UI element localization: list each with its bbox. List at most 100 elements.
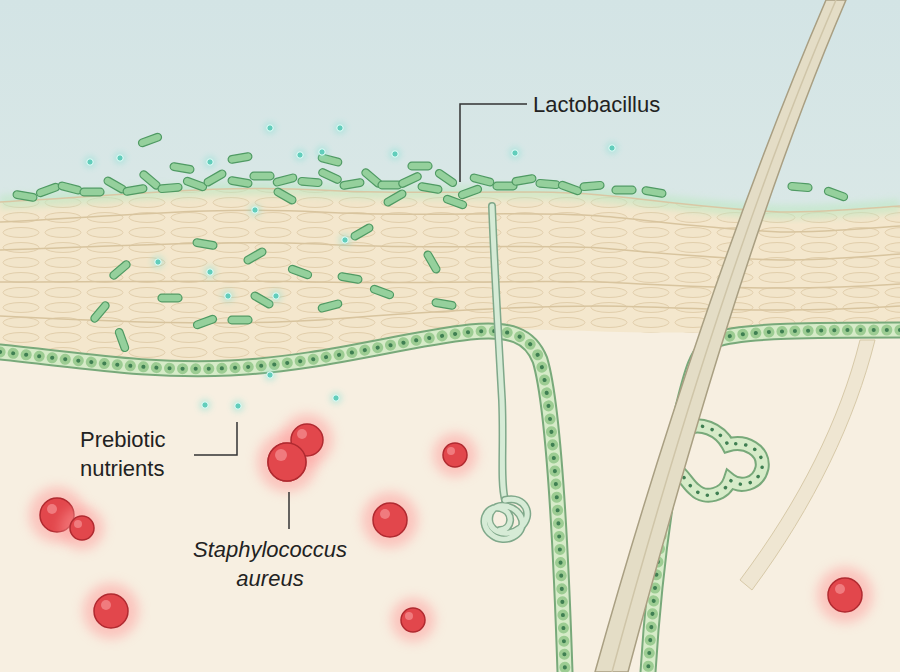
rod bbox=[228, 176, 253, 188]
staph-cell bbox=[433, 433, 477, 477]
staph-cell bbox=[60, 506, 104, 550]
nutrient-label: Prebiotic nutrients bbox=[80, 425, 192, 483]
rod bbox=[57, 181, 82, 195]
dermis bbox=[0, 330, 900, 672]
rod bbox=[182, 176, 207, 191]
rod bbox=[442, 194, 467, 209]
rod bbox=[287, 264, 312, 279]
rod bbox=[338, 272, 363, 284]
sweat-coil-outline bbox=[484, 499, 527, 539]
rod bbox=[317, 299, 342, 313]
rod bbox=[203, 169, 228, 188]
leader-lines bbox=[194, 104, 527, 529]
sweat-duct-outline bbox=[492, 206, 505, 500]
basal-layer bbox=[0, 330, 900, 672]
rod bbox=[298, 177, 323, 187]
nutrient-dot bbox=[509, 147, 521, 159]
layer-line bbox=[0, 243, 900, 260]
rod bbox=[273, 187, 298, 206]
rod bbox=[228, 152, 253, 164]
staph-cell bbox=[362, 492, 418, 548]
nutrient-dot bbox=[249, 204, 261, 216]
nutrient-dot bbox=[222, 290, 234, 302]
arrector-muscle bbox=[740, 340, 875, 590]
rod bbox=[580, 181, 605, 191]
staphylococcus-group bbox=[29, 414, 873, 642]
nutrient-dot bbox=[264, 122, 276, 134]
rod bbox=[383, 189, 408, 208]
rod bbox=[434, 168, 458, 188]
rod bbox=[250, 172, 274, 180]
staph-cell bbox=[83, 583, 139, 639]
basal-outline bbox=[0, 331, 565, 672]
basal-nuclei bbox=[0, 331, 565, 672]
nutrient-dot bbox=[114, 152, 126, 164]
nutrient-dot bbox=[606, 142, 618, 154]
leader-line bbox=[460, 104, 527, 182]
basal-fill bbox=[0, 331, 565, 672]
rod bbox=[512, 174, 537, 186]
sweat-coil bbox=[484, 499, 527, 539]
rod bbox=[457, 184, 482, 199]
layer-line bbox=[0, 281, 900, 288]
rod bbox=[423, 250, 442, 275]
rod bbox=[192, 314, 217, 329]
rod bbox=[137, 132, 162, 147]
rod bbox=[469, 173, 494, 187]
rod bbox=[788, 182, 813, 192]
staph-cell bbox=[391, 598, 435, 642]
rod bbox=[340, 178, 365, 190]
rod bbox=[35, 182, 60, 197]
organism-label: Lactobacillus bbox=[533, 90, 660, 119]
organism-label: Staphylococcus aureus bbox=[170, 535, 370, 593]
staph-cell bbox=[817, 567, 873, 623]
rod bbox=[350, 223, 375, 242]
rod bbox=[823, 186, 848, 201]
rod bbox=[243, 247, 268, 266]
sweat-gland bbox=[484, 206, 527, 539]
rod bbox=[642, 186, 667, 198]
rod bbox=[158, 183, 183, 193]
nutrient-dot bbox=[84, 156, 96, 168]
rod bbox=[408, 162, 432, 170]
leader-line bbox=[194, 422, 237, 455]
nutrient-dot bbox=[204, 156, 216, 168]
nutrient-dot bbox=[330, 392, 342, 404]
rod bbox=[318, 167, 343, 184]
basal-cells bbox=[0, 331, 565, 672]
rod bbox=[418, 182, 443, 194]
rod bbox=[557, 180, 582, 195]
nutrient-dot bbox=[270, 290, 282, 302]
nutrient-dot bbox=[232, 400, 244, 412]
nutrient-dot bbox=[152, 256, 164, 268]
rod bbox=[170, 162, 195, 174]
rod bbox=[123, 184, 148, 196]
nutrient-dot bbox=[264, 369, 276, 381]
rod bbox=[369, 284, 394, 299]
rod bbox=[108, 259, 131, 280]
nutrient-dot bbox=[389, 148, 401, 160]
nutrient-dot bbox=[199, 399, 211, 411]
lactobacillus-group bbox=[13, 132, 849, 352]
nutrient-dot bbox=[294, 149, 306, 161]
epidermis-layers bbox=[0, 210, 900, 323]
nutrient-dot bbox=[334, 122, 346, 134]
rod bbox=[228, 316, 252, 324]
sweat-duct bbox=[492, 206, 505, 500]
rod bbox=[193, 238, 218, 250]
nutrient-dots bbox=[84, 122, 618, 412]
rod bbox=[13, 190, 38, 202]
rod bbox=[272, 173, 297, 187]
rod bbox=[80, 188, 104, 196]
rod bbox=[432, 298, 457, 310]
leader-line bbox=[288, 492, 290, 529]
rod bbox=[536, 179, 561, 189]
staph-cell bbox=[268, 443, 306, 481]
rod bbox=[114, 327, 129, 352]
nutrient-dot bbox=[204, 266, 216, 278]
rod bbox=[158, 294, 182, 302]
nutrient-dot bbox=[316, 146, 328, 158]
